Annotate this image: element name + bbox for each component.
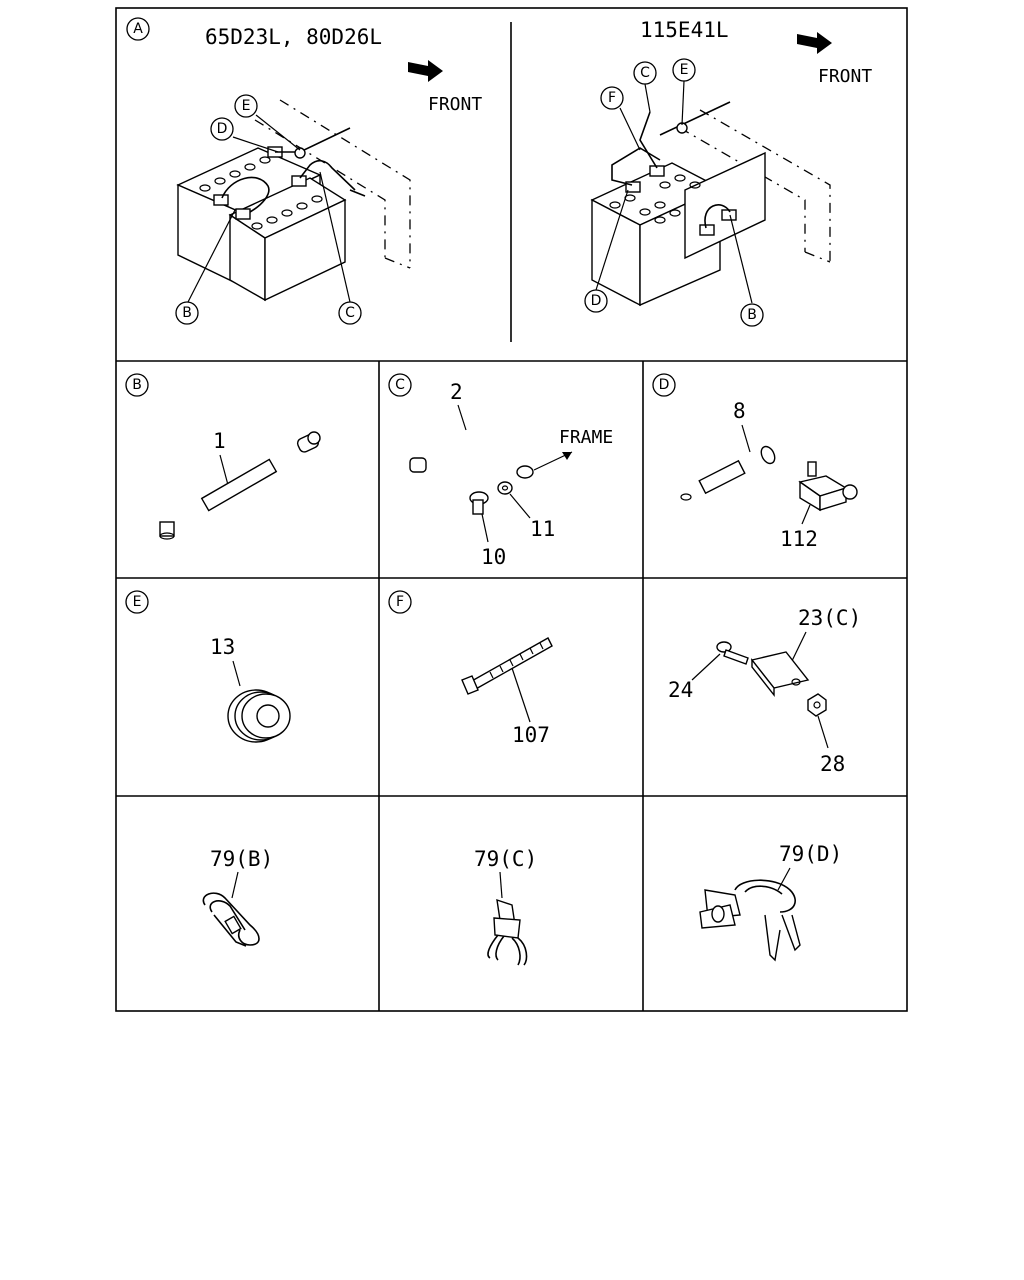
nut-28-icon: [807, 693, 827, 717]
part-107-number: 107: [512, 723, 550, 747]
callout-circle-f: [388, 590, 412, 614]
diagram-frame: [115, 7, 908, 1012]
panel-a-label: A: [133, 21, 143, 37]
callout-circle-c: [388, 373, 412, 397]
front-arrow-right-icon: [797, 32, 832, 54]
cable-tie-icon: [461, 637, 553, 695]
right-battery-model: 115E41L: [640, 18, 729, 42]
battery-jumper-cable-icon: [159, 431, 321, 540]
panel-e-label: E: [133, 594, 142, 610]
callout-circle-a: [126, 17, 150, 41]
washer-icon: [497, 481, 513, 495]
panel-d-label: D: [659, 377, 670, 393]
callout-circle-d: [652, 373, 676, 397]
frame-label: FRAME: [559, 427, 613, 448]
panel-a: A 65D23L, 80D26L 115E41L FRONT FRONT: [126, 17, 872, 327]
left-battery-assembly-icon: [176, 99, 411, 302]
callout-circle-b-right: [740, 303, 764, 327]
front-arrow-left-icon: [408, 60, 443, 82]
panel-d: D 8 112: [652, 373, 858, 551]
callout-e-left: E: [242, 98, 251, 114]
front-label-right: FRONT: [818, 66, 872, 87]
callout-circle-f-right: [600, 86, 624, 110]
part-10-number: 10: [481, 545, 506, 569]
part-79d-number: 79(D): [779, 842, 842, 866]
part-79c-number: 79(C): [474, 847, 537, 871]
callout-circle-e-right: [672, 58, 696, 82]
panel-b-label: B: [132, 377, 142, 393]
right-battery-assembly-icon: [590, 101, 831, 307]
callout-circle-c-left: [338, 301, 362, 325]
part-13-number: 13: [210, 635, 235, 659]
callout-d-left: D: [217, 121, 228, 137]
callout-circle-b-left: [175, 301, 199, 325]
bolt-24-icon: [716, 641, 749, 665]
bracket-icon: [750, 651, 810, 698]
part-28-number: 28: [820, 752, 845, 776]
callout-circle-e: [125, 590, 149, 614]
ground-cable-icon: [409, 419, 534, 479]
callout-circle-e-left: [234, 94, 258, 118]
part-23c-number: 23(C): [798, 606, 861, 630]
callout-circle-d-left: [210, 117, 234, 141]
panel-j: 79(D): [699, 842, 842, 962]
panel-c: C 2 FRAME 11 10: [388, 373, 613, 569]
part-1-number: 1: [213, 429, 226, 453]
callout-c-left: C: [345, 305, 355, 321]
panel-b: B 1: [125, 373, 321, 540]
callout-circle-b: [125, 373, 149, 397]
panel-h: 79(B): [202, 847, 273, 947]
panel-f-label: F: [396, 594, 404, 610]
panel-f: F 107: [388, 590, 553, 747]
part-8-number: 8: [733, 399, 746, 423]
part-24-number: 24: [668, 678, 693, 702]
battery-terminal-icon: [798, 461, 858, 512]
callout-b-left: B: [182, 305, 192, 321]
callout-b-right: B: [747, 307, 757, 323]
frame-direction-arrow-icon: [562, 452, 572, 460]
part-112-number: 112: [780, 527, 818, 551]
part-2-number: 2: [450, 380, 463, 404]
panel-e: E 13: [125, 590, 291, 743]
panel-g: 23(C) 24 28: [668, 606, 861, 776]
callout-f-right: F: [608, 90, 616, 106]
callout-c-right: C: [640, 65, 650, 81]
bolt-icon: [469, 491, 489, 515]
clip-79b-icon: [202, 892, 260, 947]
clip-79d-icon: [699, 879, 801, 962]
panel-c-label: C: [395, 377, 405, 393]
callout-circle-c-right: [633, 61, 657, 85]
callout-circle-d-right: [584, 289, 608, 313]
part-11-number: 11: [530, 517, 555, 541]
left-battery-models: 65D23L, 80D26L: [205, 25, 382, 49]
battery-cable-icon: [680, 427, 818, 501]
callout-d-right: D: [591, 293, 602, 309]
grommet-icon: [227, 689, 291, 743]
clip-79c-icon: [487, 898, 528, 966]
front-label-left: FRONT: [428, 94, 482, 115]
panel-i: 79(C): [474, 847, 537, 966]
callout-e-right: E: [680, 62, 689, 78]
part-79b-number: 79(B): [210, 847, 273, 871]
